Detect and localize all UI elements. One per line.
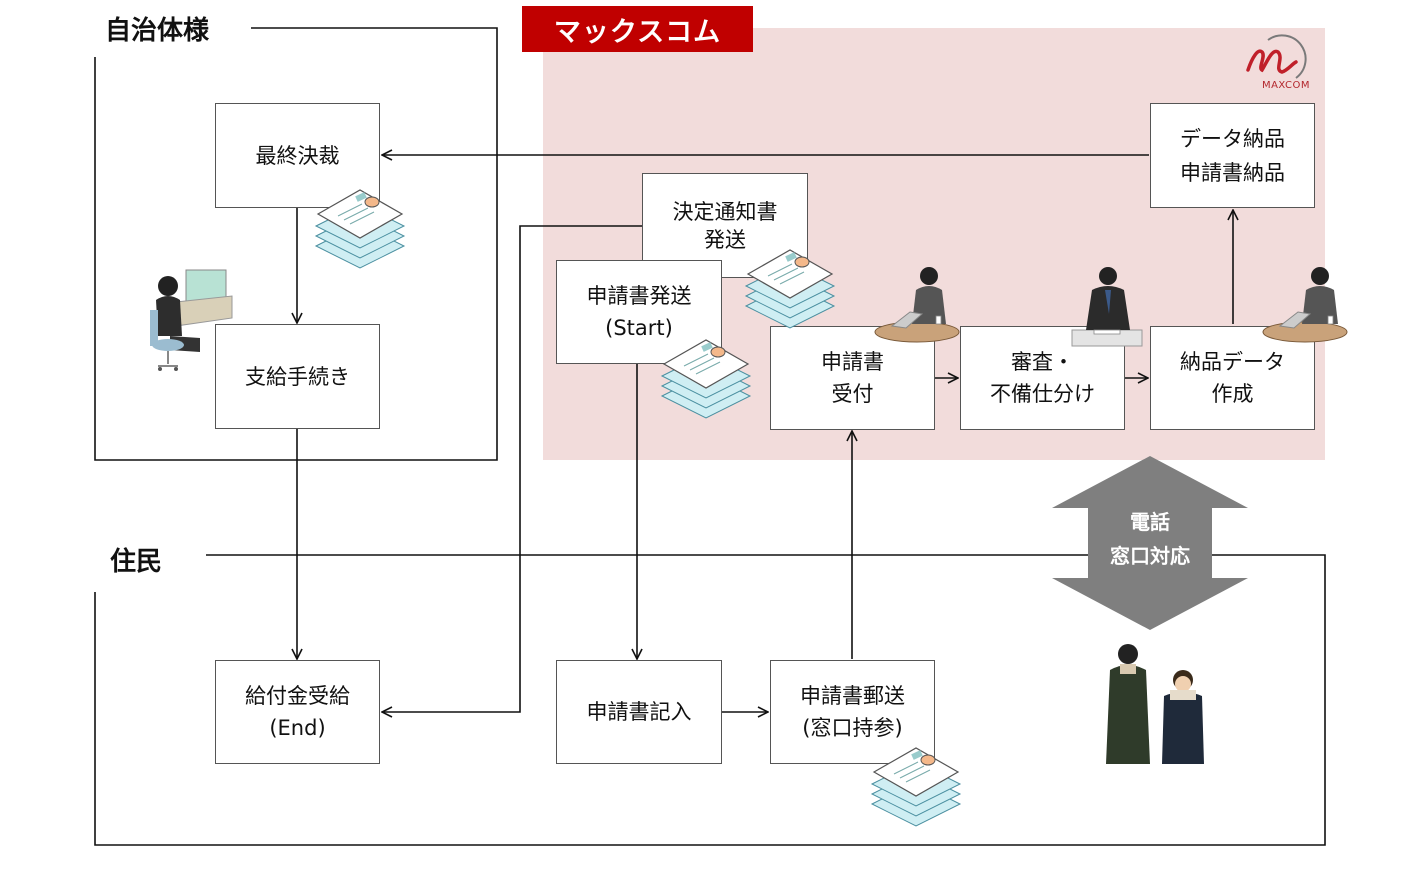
company-banner: マックスコム — [522, 6, 753, 52]
final-approval-box: 最終決裁 — [215, 103, 380, 208]
box-line: 申請書郵送 — [800, 684, 905, 708]
box-line: 不備仕分け — [990, 382, 1095, 406]
box-line: 決定通知書 — [672, 199, 778, 224]
application-mail-box: 申請書郵送 (窓口持参) — [770, 660, 935, 764]
box-line: 審査・ — [1011, 350, 1074, 374]
data-delivery-box: データ納品 申請書納品 — [1150, 103, 1315, 208]
box-line: 最終決裁 — [255, 143, 340, 168]
application-receive-box: 申請書 受付 — [770, 326, 935, 430]
contact-line: 電話 — [1130, 510, 1170, 534]
box-line: (End) — [269, 716, 326, 740]
application-send-box: 申請書発送 (Start) — [556, 260, 722, 364]
contact-double-arrow — [1052, 456, 1248, 630]
box-line: 申請書納品 — [1180, 160, 1285, 185]
residents-frame — [94, 554, 1326, 846]
contact-label: 電話 窓口対応 — [1088, 505, 1212, 573]
contact-line: 窓口対応 — [1110, 544, 1190, 568]
municipality-frame — [94, 27, 498, 461]
box-line: 作成 — [1211, 382, 1254, 406]
residents-label: 住民 — [106, 541, 167, 578]
box-line: 受付 — [831, 382, 874, 406]
box-line: データ納品 — [1180, 126, 1285, 151]
review-box: 審査・ 不備仕分け — [960, 326, 1125, 430]
delivery-data-box: 納品データ 作成 — [1150, 326, 1315, 430]
box-line: 発送 — [704, 227, 746, 252]
municipality-label: 自治体様 — [101, 10, 214, 47]
box-line: 申請書記入 — [586, 700, 692, 724]
benefit-receipt-box: 給付金受給 (End) — [215, 660, 380, 764]
box-line: 納品データ — [1180, 350, 1285, 374]
logo-text: MAXCOM — [1261, 80, 1311, 91]
payment-procedure-box: 支給手続き — [215, 324, 380, 429]
box-line: 申請書発送 — [586, 284, 692, 308]
box-line: (Start) — [605, 316, 673, 340]
application-fill-box: 申請書記入 — [556, 660, 722, 764]
box-line: (窓口持参) — [802, 716, 903, 740]
box-line: 申請書 — [821, 350, 884, 374]
box-line: 給付金受給 — [245, 684, 350, 708]
box-line: 支給手続き — [245, 364, 350, 389]
